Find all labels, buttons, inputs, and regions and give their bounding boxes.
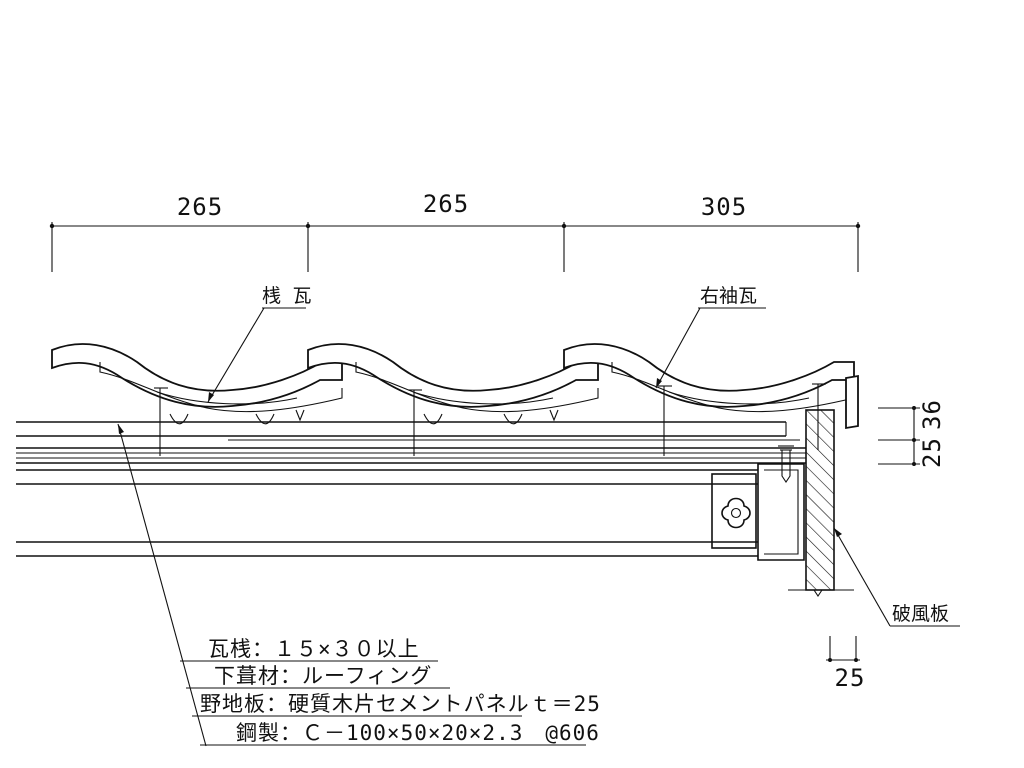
dimension-305: 305 bbox=[701, 193, 747, 221]
note-tile-batten: 瓦桟：１５×３０以上 bbox=[208, 637, 420, 661]
steel-c-channel bbox=[16, 463, 805, 561]
note-underlayment: 下葺材：ルーフィング bbox=[214, 664, 432, 688]
note-sheathing: 野地板：硬質木片セメントパネルｔ＝25 bbox=[200, 692, 601, 716]
barge-board-label: 破風板 bbox=[892, 603, 949, 625]
dimension-25-side: 25 bbox=[918, 437, 946, 468]
dimension-265-a: 265 bbox=[177, 193, 223, 221]
label-barge-board: 破風板 bbox=[833, 527, 960, 627]
roof-layers bbox=[16, 421, 806, 464]
top-dimension: 265 265 305 bbox=[49, 190, 861, 272]
label-sanko-tile: 桟 瓦 bbox=[207, 285, 311, 403]
tile-hooks bbox=[169, 409, 559, 425]
barge-board bbox=[788, 409, 854, 597]
material-notes: 瓦桟：１５×３０以上 下葺材：ルーフィング 野地板：硬質木片セメントパネルｔ＝2… bbox=[117, 423, 601, 747]
dimension-25-bottom: 25 bbox=[835, 664, 866, 692]
roof-tile-2 bbox=[307, 343, 599, 413]
dimension-265-b: 265 bbox=[423, 190, 469, 218]
panel-screw bbox=[778, 445, 794, 483]
sanko-tile-label: 桟 瓦 bbox=[262, 285, 311, 307]
roof-tile-3-sleeve bbox=[563, 343, 859, 430]
dimension-36-side: 36 bbox=[918, 399, 946, 430]
roof-tile-1 bbox=[51, 343, 343, 413]
label-right-sleeve-tile: 右袖瓦 bbox=[655, 285, 766, 389]
note-steel: 鋼製：Ｃ－100×50×20×2.3 @606 bbox=[236, 721, 600, 745]
bottom-dimension: 25 bbox=[826, 636, 866, 692]
side-dimension: 25 36 bbox=[878, 399, 946, 468]
right-sleeve-tile-label: 右袖瓦 bbox=[700, 285, 757, 307]
